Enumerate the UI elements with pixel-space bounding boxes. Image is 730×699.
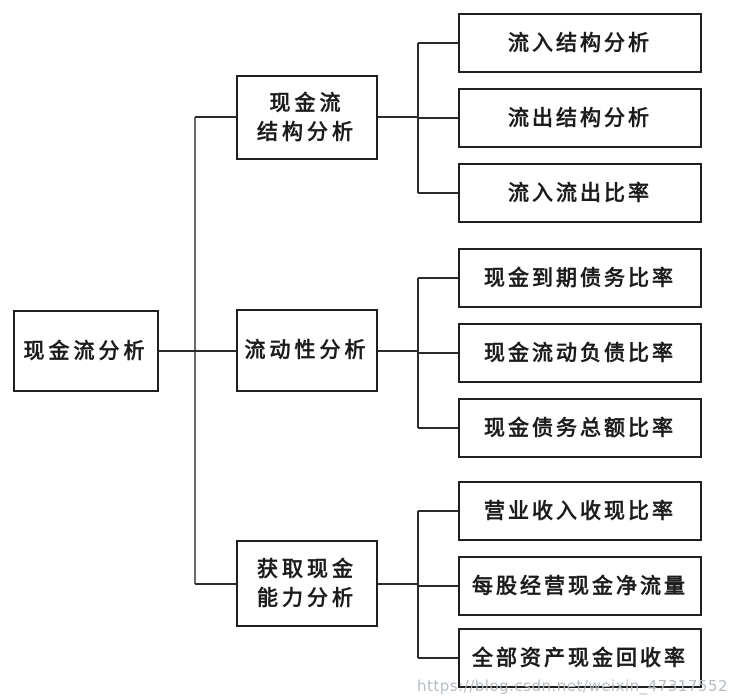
node-branch-liquidity-analysis: 流动性分析 (236, 309, 378, 392)
node-leaf-total-asset-cash-recovery-rate: 全部资产现金回收率 (458, 628, 702, 688)
node-root-cash-flow-analysis: 现金流分析 (13, 310, 159, 392)
node-leaf-cash-total-debt-ratio: 现金债务总额比率 (458, 398, 702, 458)
node-leaf-inflow-outflow-ratio: 流入流出比率 (458, 163, 702, 223)
node-leaf-cash-current-liability-ratio: 现金流动负债比率 (458, 323, 702, 383)
node-leaf-operating-cash-per-share: 每股经营现金净流量 (458, 556, 702, 616)
node-branch-cash-ability-analysis: 获取现金 能力分析 (236, 540, 378, 627)
node-leaf-cash-maturing-debt-ratio: 现金到期债务比率 (458, 248, 702, 308)
node-leaf-revenue-cash-collection-ratio: 营业收入收现比率 (458, 481, 702, 541)
node-leaf-inflow-structure: 流入结构分析 (458, 13, 702, 73)
node-branch-structure-analysis: 现金流 结构分析 (236, 75, 378, 160)
node-leaf-outflow-structure: 流出结构分析 (458, 88, 702, 148)
